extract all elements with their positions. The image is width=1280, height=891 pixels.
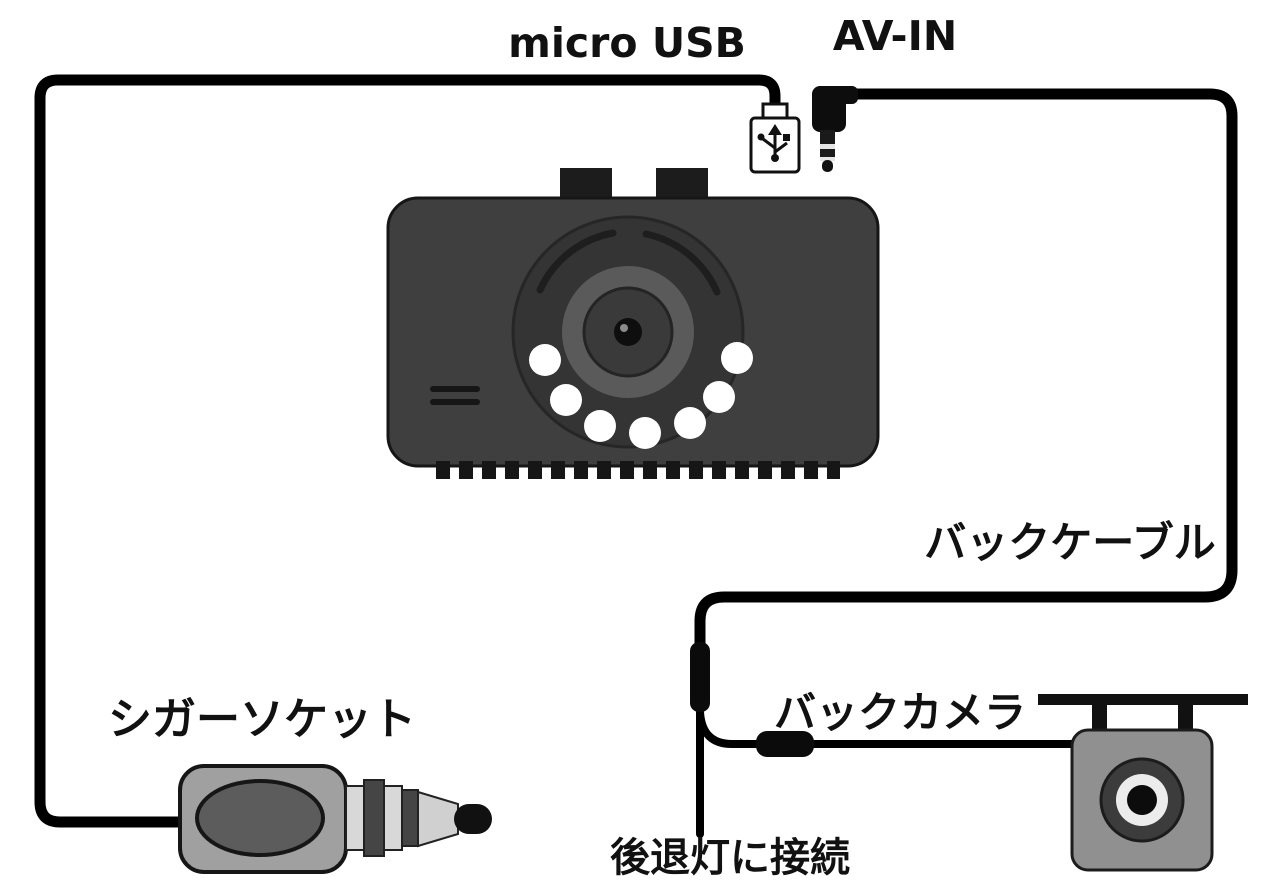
camera-branch-cable-left <box>696 708 764 748</box>
ferrite-connector <box>756 731 814 757</box>
speaker-grille <box>430 386 480 405</box>
label-back-cable: バックケーブル <box>924 518 1215 567</box>
usb-trident-icon <box>757 124 790 162</box>
label-micro-usb: micro USB <box>508 19 746 67</box>
back-camera-lens <box>1099 757 1185 843</box>
label-back-camera: バックカメラ <box>774 688 1026 737</box>
av-back-cable <box>694 88 1238 658</box>
power-cable <box>34 74 781 828</box>
back-cable-connector <box>690 642 710 712</box>
cigarette-plug-nose <box>345 779 459 857</box>
ir-led <box>674 407 706 439</box>
ir-led <box>584 410 616 442</box>
av-in-plug-icon <box>812 86 858 172</box>
cigarette-plug-face <box>195 779 325 857</box>
camera-bracket-bar <box>1038 694 1248 705</box>
micro-usb-connector-icon <box>749 102 801 174</box>
cigarette-socket-plug <box>178 764 492 874</box>
cigarette-plug-tip <box>454 804 492 834</box>
back-camera <box>1038 694 1248 872</box>
ir-led <box>529 344 561 376</box>
ir-led-ring <box>529 342 753 449</box>
ir-led <box>703 381 735 413</box>
dashcam-front-unit <box>386 168 880 479</box>
ir-led <box>550 384 582 416</box>
label-reverse-light: 後退灯に接続 <box>610 835 850 881</box>
label-av-in: AV-IN <box>833 12 957 60</box>
ir-led <box>721 342 753 374</box>
ir-led <box>629 417 661 449</box>
dashcam-lens <box>511 215 745 449</box>
label-cigar-socket: シガーソケット <box>108 694 416 745</box>
